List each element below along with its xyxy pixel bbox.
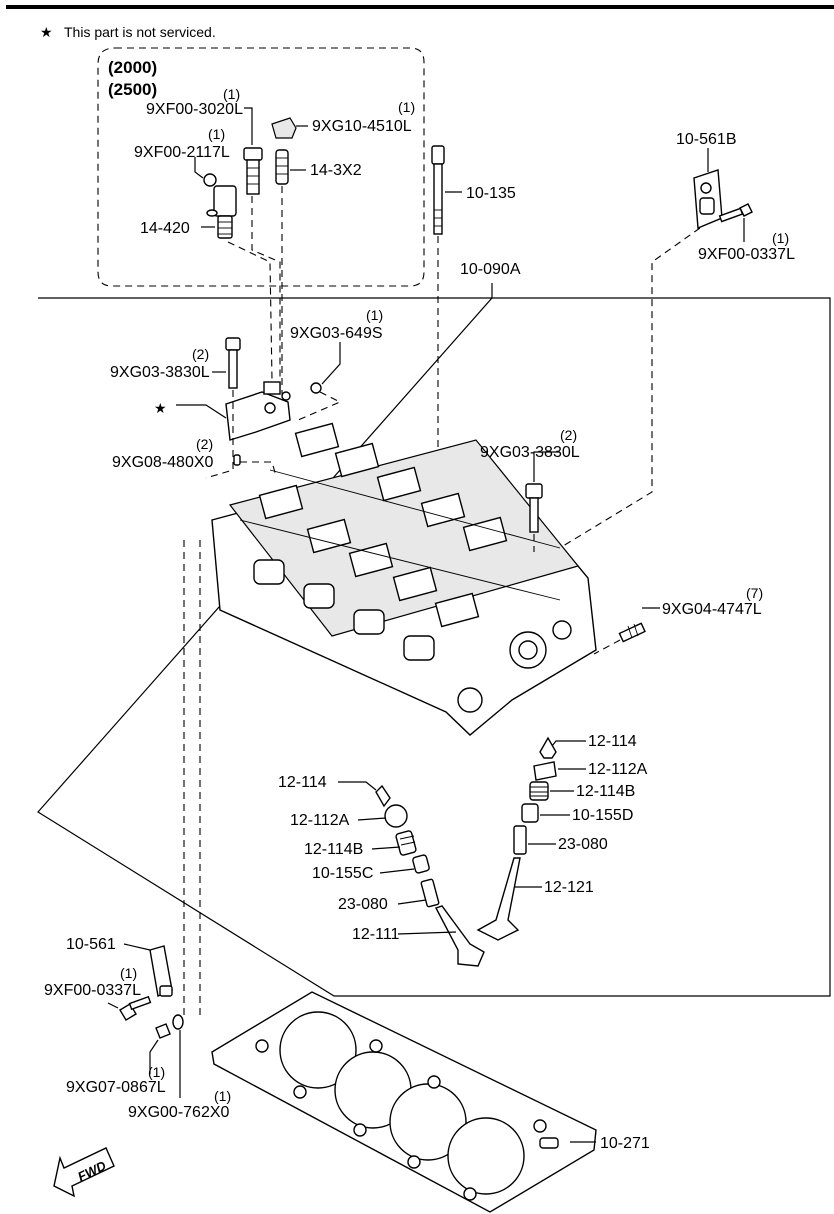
label-12-111: 12-111 [352,926,400,943]
label-9xg03-3830l-right: 9XG03-3830L [480,444,580,461]
note-star: ★ [40,24,53,40]
bolt-9xg03-3830l-right-part [525,483,543,533]
label-12-114b-right: 12-114B [576,783,635,800]
label-9xg04-4747l: 9XG04-4747L [662,601,762,618]
qty-9xf00-2117l: (1) [208,126,225,142]
qty-9xg08-480x0: (2) [196,436,213,452]
valve-seal-right-part [521,803,539,823]
valve-keeper-left-part [375,784,391,808]
qty-9xg10-4510l: (1) [398,99,415,115]
plug-9xg03-649s-part [310,382,322,394]
label-10-561b: 10-561B [676,131,737,148]
spring-retainer-right-part [533,761,557,781]
qty-9xg03-649s: (1) [366,307,383,323]
label-10-155d: 10-155D [572,807,633,824]
qty-9xg04-4747l: (7) [746,585,763,601]
year-variant-box [97,47,425,287]
label-9xg07-0867l: 9XG07-0867L [66,1079,166,1096]
year-2500: (2500) [108,80,157,99]
spring-retainer-left-part [384,804,408,828]
fwd-arrow-icon [53,1147,115,1198]
oil-control-solenoid-part [203,173,237,239]
label-9xf00-0337l-top: 9XF00-0337L [698,246,795,263]
qty-9xg03-3830l-left: (2) [192,346,209,362]
year-2000: (2000) [108,58,157,77]
valve-spring-right-part [529,781,549,801]
filter-14-3x2-part [275,149,289,185]
valve-spring-left-part [395,830,417,856]
label-23-080-left: 23-080 [338,896,388,913]
qty-9xg07-0867l: (1) [148,1064,165,1080]
cylinder-head-part [211,422,597,736]
label-9xf00-3020l: 9XF00-3020L [146,101,243,118]
label-10-561: 10-561 [66,936,116,953]
valve-guide-right-part [513,825,527,855]
label-12-114-right: 12-114 [588,733,637,750]
label-10-135: 10-135 [466,185,516,202]
label-12-114-left: 12-114 [278,774,327,791]
exhaust-valve-part [476,857,521,941]
label-10-090a: 10-090A [460,261,521,278]
valve-keeper-right-part [539,736,557,759]
valve-seal-left-part [412,854,430,874]
qty-9xf00-0337l-top: (1) [772,230,789,246]
bracket-star-symbol: ★ [154,400,167,416]
label-9xg08-480x0: 9XG08-480X0 [112,454,214,471]
label-9xg00-762x0: 9XG00-762X0 [128,1104,230,1121]
washer-9xg00-762x0-part [172,1014,184,1030]
label-10-155c: 10-155C [312,865,373,882]
label-12-112a-right: 12-112A [588,761,648,778]
label-9xg10-4510l: 9XG10-4510L [312,118,412,135]
label-9xg03-649s: 9XG03-649S [290,325,383,342]
valve-guide-left-part [420,878,440,908]
bolt-9xf00-3020l-part [243,147,263,195]
label-9xf00-2117l: 9XF00-2117L [134,144,230,161]
stud-10-135-part [431,145,445,235]
label-14-3x2: 14-3X2 [310,162,362,179]
bolt-9xf00-0337l-top-part [718,203,753,223]
label-12-112a-left: 12-112A [290,812,350,829]
head-gasket-10-271-part [211,991,597,1213]
intake-valve-part [434,905,485,967]
cylinder-head-frame [37,297,831,997]
qty-9xf00-3020l: (1) [223,86,240,102]
gasket-10-561b-part [693,169,723,230]
bolt-9xf00-0337l-bottom-part [119,995,152,1021]
label-9xf00-0337l-bottom: 9XF00-0337L [44,982,141,999]
pin-9xg08-480x0-part [233,454,241,466]
qty-9xg03-3830l-right: (2) [560,427,577,443]
bracket-not-serviced-part [225,381,291,441]
label-12-121: 12-121 [544,879,594,896]
label-14-420: 14-420 [140,220,190,237]
label-23-080-right: 23-080 [558,836,608,853]
bolt-9xg03-3830l-left-part [225,337,241,389]
qty-9xg00-762x0: (1) [214,1088,231,1104]
stud-9xg04-4747l-part [618,622,646,643]
label-9xg03-3830l-left: 9XG03-3830L [110,364,210,381]
label-10-271: 10-271 [600,1135,650,1152]
note-text: This part is not serviced. [64,24,216,40]
bolt-9xg07-0867l-part [155,1023,171,1039]
cap-9xg10-4510l-part [271,117,297,139]
label-12-114b-left: 12-114B [304,841,363,858]
qty-9xf00-0337l-bottom: (1) [120,965,137,981]
